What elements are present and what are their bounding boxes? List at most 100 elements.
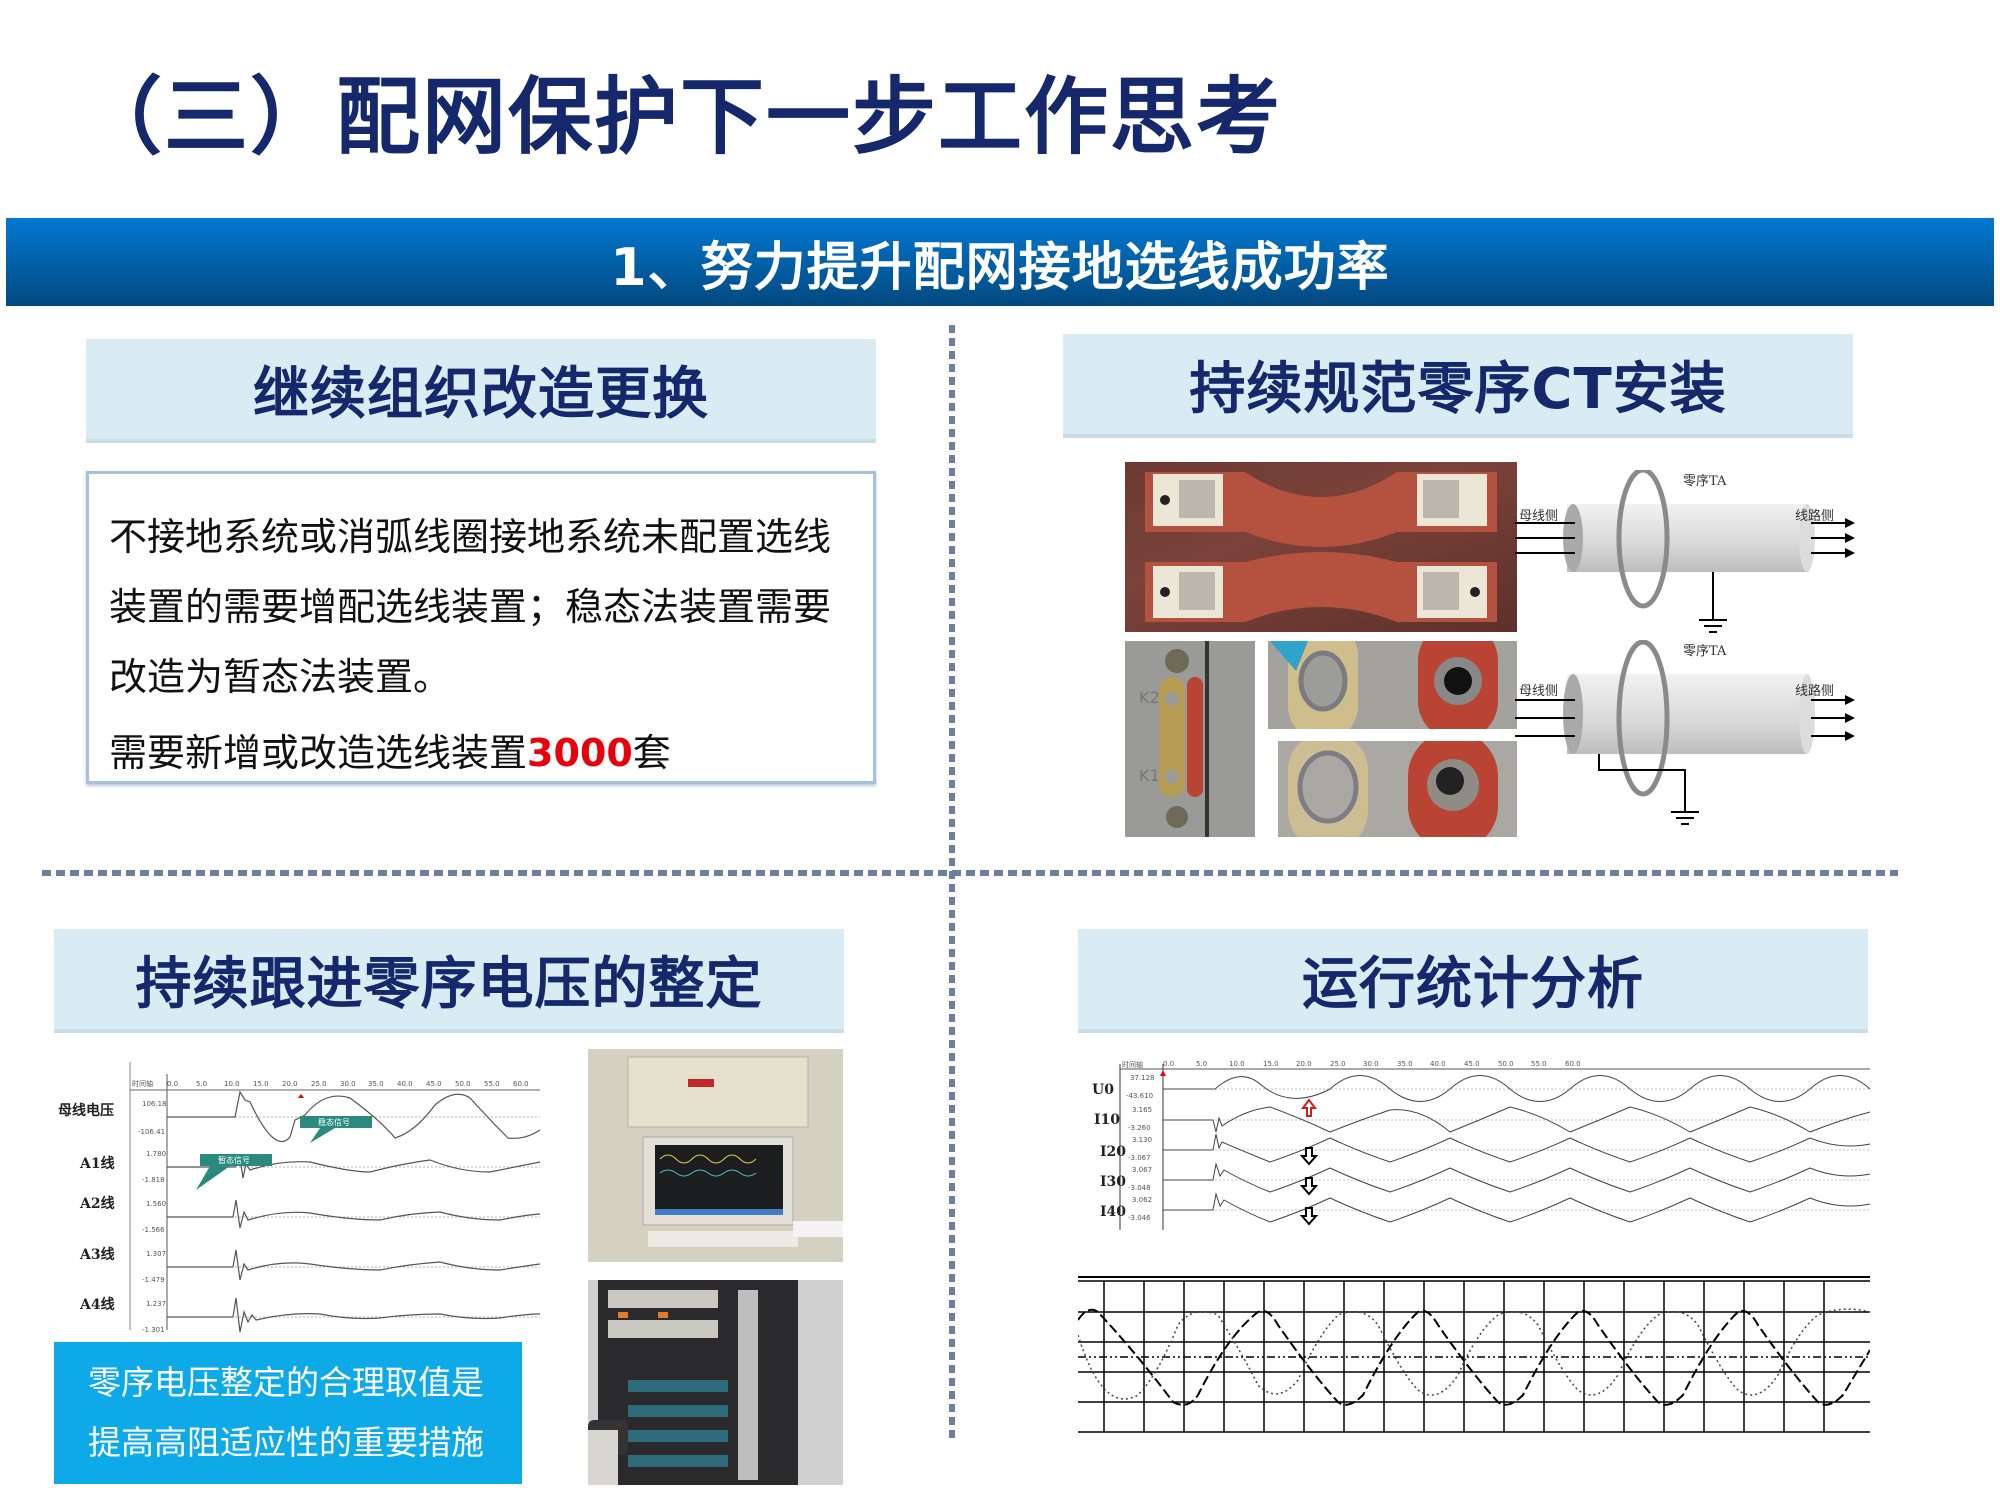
series-label-i10: I10 bbox=[1094, 1112, 1121, 1128]
svg-text:55.0: 55.0 bbox=[1531, 1060, 1547, 1068]
zero-seq-ta-label: 零序TA bbox=[1683, 474, 1727, 489]
svg-text:40.0: 40.0 bbox=[1430, 1060, 1446, 1068]
section-header-ct: 持续规范零序CT安装 bbox=[1063, 334, 1853, 434]
svg-text:50.0: 50.0 bbox=[455, 1080, 471, 1088]
vertical-divider bbox=[949, 325, 955, 1443]
section-header-text: 持续规范零序CT安装 bbox=[1189, 356, 1727, 422]
healthy-line-arrow-down-icon bbox=[1299, 1147, 1319, 1226]
svg-text:-3.046: -3.046 bbox=[1128, 1214, 1151, 1222]
ct-diagram-correct: 零序TA 母线侧 线路侧 bbox=[1515, 467, 1855, 640]
description-line: 改造为暂态法装置。 bbox=[109, 655, 452, 699]
terminal-closeup-illustration bbox=[1270, 641, 1498, 729]
svg-text:-1.818: -1.818 bbox=[142, 1176, 165, 1184]
series-label-a4: A4线 bbox=[80, 1297, 115, 1313]
ct-cable-diagram bbox=[1515, 467, 1855, 633]
svg-text:时间轴: 时间轴 bbox=[1122, 1060, 1143, 1069]
svg-text:-1.566: -1.566 bbox=[142, 1226, 165, 1234]
svg-text:50.0: 50.0 bbox=[1498, 1060, 1514, 1068]
svg-text:3.062: 3.062 bbox=[1132, 1196, 1152, 1204]
svg-text:10.0: 10.0 bbox=[224, 1080, 240, 1088]
svg-text:-106.41: -106.41 bbox=[138, 1128, 165, 1136]
svg-text:37.128: 37.128 bbox=[1130, 1074, 1155, 1082]
device-count-line: 需要新增或改造选线装置3000套 bbox=[109, 718, 853, 788]
relay-rack-illustration bbox=[588, 1280, 798, 1485]
description-line: 不接地系统或消弧线圈接地系统未配置选线 bbox=[109, 515, 832, 559]
svg-text:30.0: 30.0 bbox=[1363, 1060, 1379, 1068]
recorder-cabinet-photo bbox=[588, 1049, 843, 1262]
section-header-text: 持续跟进零序电压的整定 bbox=[135, 951, 763, 1017]
device-count-value: 3000 bbox=[527, 731, 633, 775]
relay-rack-photo bbox=[588, 1280, 843, 1485]
svg-text:-1.301: -1.301 bbox=[142, 1326, 165, 1334]
svg-text:20.0: 20.0 bbox=[1296, 1060, 1312, 1068]
series-label-i20: I20 bbox=[1100, 1144, 1127, 1160]
ct-cable-diagram bbox=[1515, 639, 1855, 825]
ct-diagram-grounded-through: 零序TA 母线侧 线路侧 bbox=[1515, 639, 1855, 840]
svg-text:1.560: 1.560 bbox=[146, 1200, 166, 1208]
svg-text:1.780: 1.780 bbox=[146, 1150, 166, 1158]
fault-line-arrow-up-icon bbox=[1301, 1098, 1317, 1117]
series-label-a2: A2线 bbox=[80, 1196, 115, 1212]
zero-seq-ta-label: 零序TA bbox=[1683, 644, 1727, 659]
description-line: 装置的需要增配选线装置；稳态法装置需要 bbox=[109, 585, 832, 629]
svg-text:20.0: 20.0 bbox=[282, 1080, 298, 1088]
series-label-a3: A3线 bbox=[80, 1247, 115, 1263]
svg-text:-1.479: -1.479 bbox=[142, 1276, 165, 1284]
series-label-bus-voltage: 母线电压 bbox=[58, 1103, 114, 1119]
svg-text:15.0: 15.0 bbox=[1263, 1060, 1279, 1068]
recorder-illustration bbox=[627, 1056, 843, 1247]
svg-text:K2: K2 bbox=[1139, 688, 1160, 707]
series-label-i40: I40 bbox=[1100, 1204, 1127, 1220]
terminal-closeup-illustration bbox=[1288, 741, 1498, 837]
svg-text:K1: K1 bbox=[1139, 766, 1160, 785]
section-header-zero-seq-voltage: 持续跟进零序电压的整定 bbox=[54, 929, 844, 1029]
terminal-photo-k: K2 K1 bbox=[1125, 641, 1255, 837]
section-banner: 1、努力提升配网接地选线成功率 bbox=[6, 218, 1994, 306]
section-header-replace: 继续组织改造更换 bbox=[86, 339, 876, 439]
svg-text:暂态信号: 暂态信号 bbox=[218, 1155, 250, 1165]
svg-text:时间轴: 时间轴 bbox=[132, 1079, 153, 1088]
ct-clamp-illustration bbox=[1145, 472, 1497, 622]
grid-waveform bbox=[1077, 1276, 1871, 1433]
svg-text:25.0: 25.0 bbox=[1330, 1060, 1346, 1068]
description-box: 不接地系统或消弧线圈接地系统未配置选线 装置的需要增配选线装置；稳态法装置需要 … bbox=[86, 471, 876, 784]
svg-text:60.0: 60.0 bbox=[1565, 1060, 1581, 1068]
section-header-text: 继续组织改造更换 bbox=[253, 361, 709, 427]
svg-text:45.0: 45.0 bbox=[426, 1080, 442, 1088]
banner-text: 1、努力提升配网接地选线成功率 bbox=[610, 237, 1390, 298]
terminal-closeup-photo-top bbox=[1268, 641, 1517, 729]
svg-text:5.0: 5.0 bbox=[1196, 1060, 1207, 1068]
count-prefix: 需要新增或改造选线装置 bbox=[109, 731, 528, 775]
bus-side-label: 母线侧 bbox=[1519, 684, 1559, 699]
terminal-illustration: K2 K1 bbox=[1139, 641, 1209, 837]
svg-text:-3.260: -3.260 bbox=[1128, 1124, 1151, 1132]
svg-text:5.0: 5.0 bbox=[196, 1080, 207, 1088]
horizontal-divider bbox=[42, 870, 1898, 876]
svg-text:30.0: 30.0 bbox=[340, 1080, 356, 1088]
page-title: （三）配网保护下一步工作思考 bbox=[78, 68, 1283, 166]
svg-text:25.0: 25.0 bbox=[311, 1080, 327, 1088]
svg-text:45.0: 45.0 bbox=[1464, 1060, 1480, 1068]
svg-text:-43.610: -43.610 bbox=[1126, 1092, 1153, 1100]
svg-text:0.0: 0.0 bbox=[167, 1080, 178, 1088]
series-label-a1: A1线 bbox=[80, 1156, 115, 1172]
svg-text:106.18: 106.18 bbox=[142, 1100, 167, 1108]
svg-text:40.0: 40.0 bbox=[397, 1080, 413, 1088]
bus-side-label: 母线侧 bbox=[1519, 509, 1559, 524]
svg-text:稳态信号: 稳态信号 bbox=[318, 1117, 350, 1127]
ct-clamp-photo bbox=[1125, 462, 1517, 632]
svg-text:35.0: 35.0 bbox=[368, 1080, 384, 1088]
line-side-label: 线路侧 bbox=[1795, 684, 1835, 699]
section-header-text: 运行统计分析 bbox=[1302, 951, 1644, 1017]
count-suffix: 套 bbox=[632, 731, 671, 775]
setting-importance-callout: 零序电压整定的合理取值是 提高高阻适应性的重要措施 bbox=[54, 1342, 522, 1484]
svg-text:3.130: 3.130 bbox=[1132, 1136, 1152, 1144]
line-side-label: 线路侧 bbox=[1795, 509, 1835, 524]
svg-text:1.307: 1.307 bbox=[146, 1250, 166, 1258]
svg-text:55.0: 55.0 bbox=[484, 1080, 500, 1088]
series-label-u0: U0 bbox=[1092, 1082, 1114, 1098]
